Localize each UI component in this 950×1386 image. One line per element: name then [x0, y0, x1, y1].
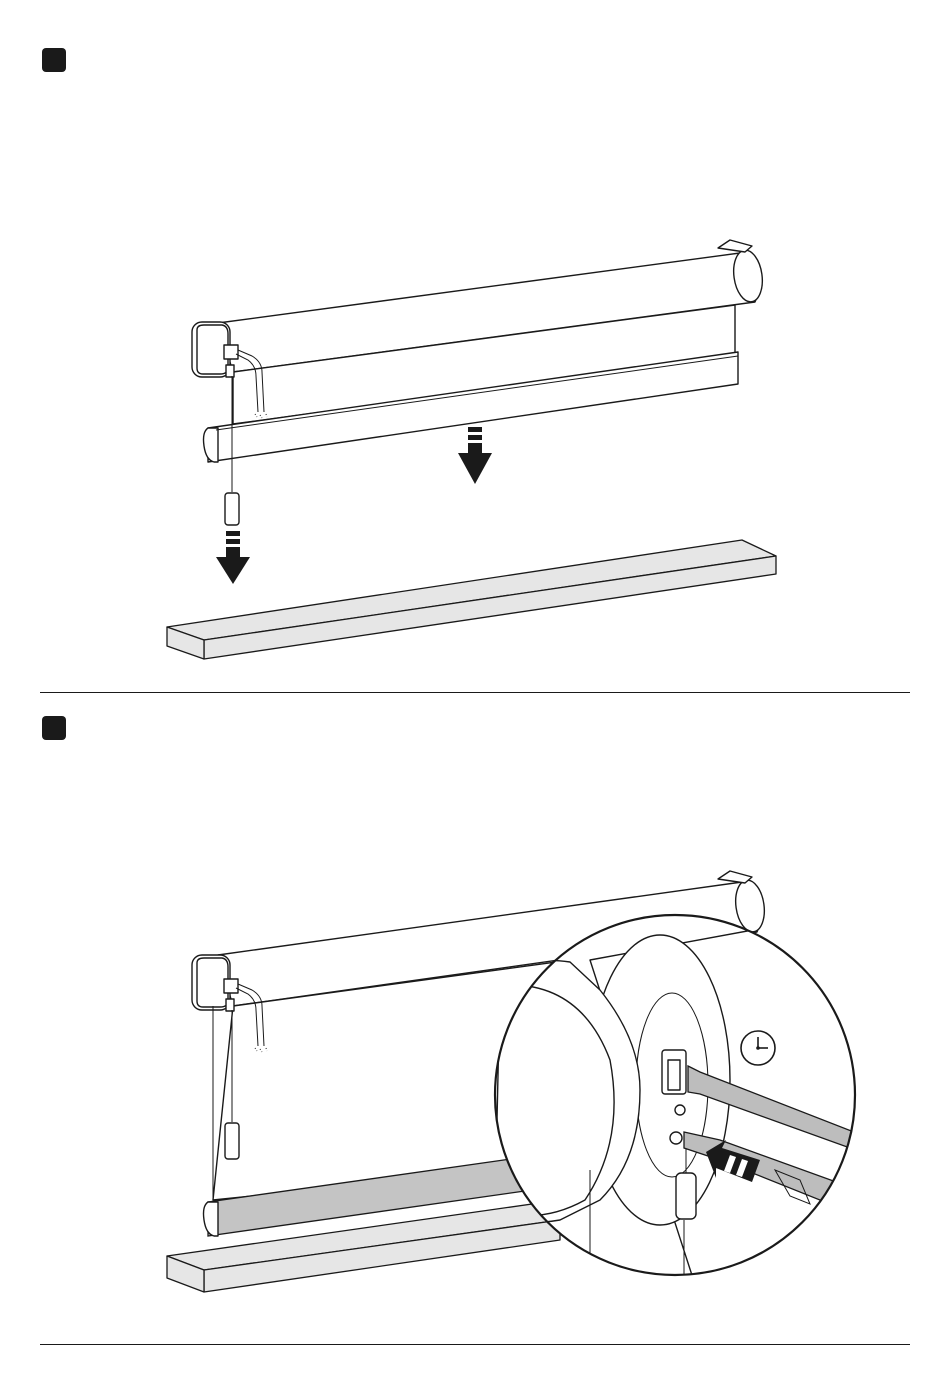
- cord-weight: [225, 1123, 239, 1159]
- down-arrow-icon: [458, 427, 492, 484]
- section-divider: [40, 1344, 910, 1345]
- clock-icon: [741, 1031, 775, 1065]
- step-1-illustration: [0, 230, 950, 670]
- step-2-illustration: [0, 860, 950, 1300]
- step-1-badge: [42, 48, 66, 72]
- step-2-badge: [42, 716, 66, 740]
- down-arrow-icon: [216, 531, 250, 584]
- cord-weight: [225, 493, 239, 525]
- section-divider: [40, 692, 910, 693]
- window-sill: [167, 540, 776, 659]
